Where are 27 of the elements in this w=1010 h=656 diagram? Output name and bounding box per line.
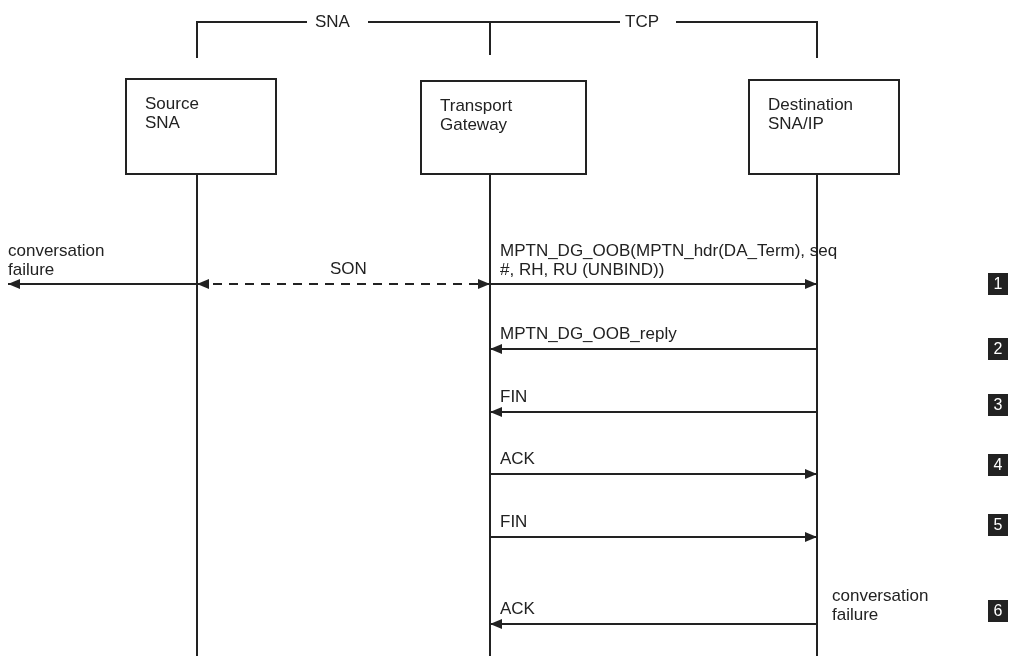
note-text: conversation failure [832, 586, 930, 624]
arrow [7, 279, 198, 289]
callout-number: 6 [988, 600, 1008, 622]
participant-box: Source SNA [125, 78, 277, 175]
arrow [489, 619, 818, 629]
arrow [489, 469, 818, 479]
arrow [489, 344, 818, 354]
edge-label: ACK [500, 599, 535, 618]
participant-box: Transport Gateway [420, 80, 587, 175]
arrow [196, 279, 491, 289]
callout-number: 4 [988, 454, 1008, 476]
arrow [489, 407, 818, 417]
callout-number: 5 [988, 514, 1008, 536]
callout-number: 3 [988, 394, 1008, 416]
arrow [489, 532, 818, 542]
arrow [489, 279, 818, 289]
participant-box: Destination SNA/IP [748, 79, 900, 175]
edge-label: FIN [500, 512, 528, 531]
bracket-label: SNA [315, 12, 350, 31]
edge-label: conversation failure [8, 241, 106, 279]
edge-label: ACK [500, 449, 535, 468]
edge-label: MPTN_DG_OOB_reply [500, 324, 677, 343]
edge-label: SON [330, 259, 367, 278]
callout-number: 2 [988, 338, 1008, 360]
callout-number: 1 [988, 273, 1008, 295]
edge-label: FIN [500, 387, 528, 406]
bracket-label: TCP [625, 12, 659, 31]
